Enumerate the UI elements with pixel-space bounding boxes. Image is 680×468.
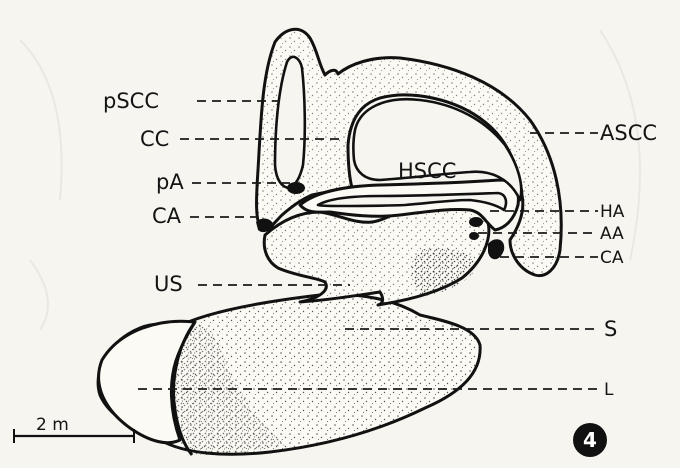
label-ca-left: CA (152, 204, 182, 228)
labels-left: pSCC CC pA CA US (103, 89, 184, 296)
label-ca-right: CA (600, 248, 624, 268)
label-pa: pA (156, 170, 184, 194)
label-pscc: pSCC (103, 89, 159, 113)
scale-bar-label: 2 m (36, 415, 69, 435)
scale-bar: 2 m (14, 415, 134, 443)
label-s: S (604, 317, 617, 341)
label-aa: AA (600, 224, 624, 244)
label-us: US (154, 272, 183, 296)
figure-number-badge: 4 (573, 423, 607, 457)
anterior-ampulla (469, 232, 479, 240)
figure-number: 4 (583, 428, 597, 452)
label-cc: CC (140, 127, 169, 151)
utricle-right-bulge (411, 248, 478, 296)
label-l: L (604, 380, 614, 400)
label-ha: HA (600, 202, 625, 222)
labels-right: ASCC HA AA CA S L (600, 121, 657, 400)
label-hscc: HSCC (398, 159, 456, 183)
label-ascc: ASCC (600, 121, 657, 145)
horizontal-ampulla (469, 217, 483, 227)
